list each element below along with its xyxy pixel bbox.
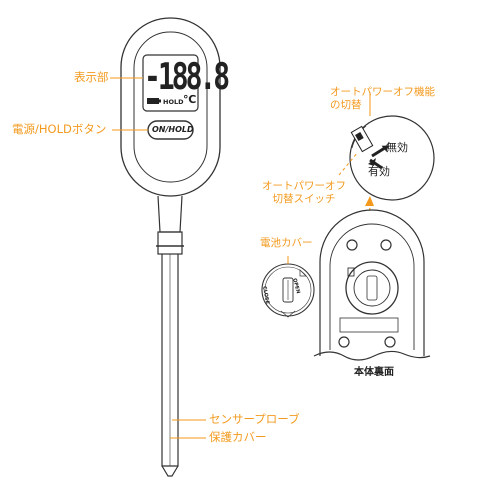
switch-zoom-detail: [349, 115, 435, 201]
lcd-battery-icon: [147, 98, 161, 104]
switch-state-enabled: 有効: [368, 165, 390, 178]
label-auto-power-off-function: オートパワーオフ機能 の切替: [330, 86, 435, 112]
label-sensor-probe: センサープローブ: [209, 412, 300, 426]
lcd-digits: -188.8: [144, 55, 230, 98]
battery-cover-detail: [261, 256, 315, 318]
label-auto-power-off-switch: オートパワーオフ 切替スイッチ: [262, 180, 346, 206]
lcd-unit: ℃: [183, 93, 197, 106]
label-back-view: 本体裏面: [354, 367, 394, 378]
lcd-hold-indicator: HOLD: [163, 98, 184, 106]
label-battery-cover: 電池カバー: [260, 237, 313, 249]
label-power-hold-button: 電源/HOLDボタン: [12, 122, 107, 136]
label-protective-cover: 保護カバー: [209, 430, 267, 444]
callout-leaders-front: [110, 77, 206, 439]
power-hold-button[interactable]: ON/HOLD: [152, 125, 194, 134]
label-display: 表示部: [74, 70, 109, 84]
sensor-probe: [156, 195, 184, 477]
device-back-view: [313, 209, 431, 361]
thermometer-body: [120, 17, 221, 197]
switch-state-disabled: 無効: [386, 141, 408, 154]
